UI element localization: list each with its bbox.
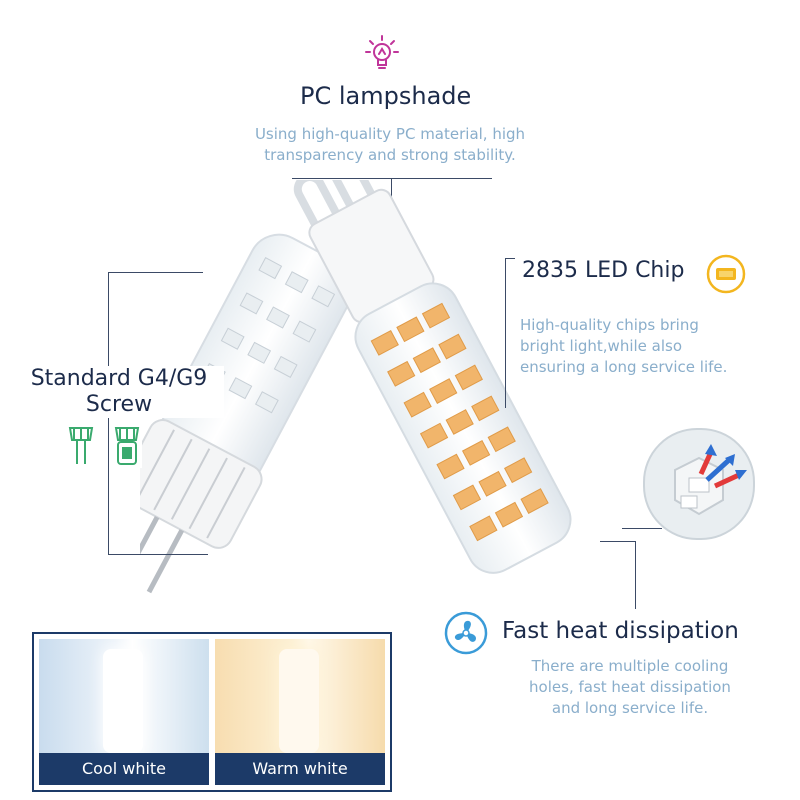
lightbulb-icon — [362, 32, 402, 76]
heat-detail-circle — [643, 428, 755, 540]
g4-bulb — [118, 233, 354, 594]
pc-lampshade-desc: Using high-quality PC material, high tra… — [220, 124, 560, 166]
screw-h-bottom-line — [108, 554, 208, 555]
led-chip-v-line — [505, 258, 506, 408]
heat-h-line — [600, 541, 636, 542]
swatch-panel: Cool white Warm white — [32, 632, 392, 792]
heat-title: Fast heat dissipation — [502, 618, 739, 644]
led-chip-title: 2835 LED Chip — [522, 258, 685, 283]
heat-desc-line3: and long service life. — [551, 699, 709, 717]
cool-white-label: Cool white — [39, 753, 209, 785]
pc-lampshade-h-line — [292, 178, 492, 179]
heat-pointer-line — [622, 528, 662, 529]
pc-lampshade-desc-line1: Using high-quality PC material, high — [254, 125, 526, 143]
led-chip-desc-line1: High-quality chips bring — [520, 316, 699, 334]
heat-desc-line2: holes, fast heat dissipation — [529, 678, 731, 696]
screw-title: Standard G4/G9 Screw — [14, 366, 224, 418]
swatch-warm-white: Warm white — [215, 639, 385, 785]
cool-white-bulb — [103, 649, 143, 753]
fan-icon — [444, 611, 488, 655]
pc-lampshade-desc-line2: transparency and strong stability. — [264, 146, 516, 164]
heat-desc-line1: There are multiple cooling — [531, 657, 729, 675]
g9-bulb — [293, 154, 572, 574]
g9-base-icon — [112, 424, 142, 468]
warm-white-bulb — [279, 649, 319, 753]
screw-title-line1: Standard G4/G9 — [30, 366, 208, 391]
screw-title-line2: Screw — [85, 392, 153, 417]
heat-desc: There are multiple cooling holes, fast h… — [500, 656, 760, 719]
led-chip-desc-line2: bright light,while also — [520, 337, 683, 355]
pc-lampshade-title: PC lampshade — [300, 82, 472, 110]
warm-white-label: Warm white — [215, 753, 385, 785]
heat-v-line — [635, 541, 636, 609]
led-chip-h-line — [505, 258, 515, 259]
chip-icon — [706, 254, 746, 294]
screw-h-top-line — [108, 272, 203, 273]
led-bulb-illustration — [118, 154, 640, 610]
led-chip-desc: High-quality chips bring bright light,wh… — [520, 315, 760, 378]
swatch-cool-white: Cool white — [39, 639, 209, 785]
g4-base-icon — [66, 424, 96, 468]
led-chip-desc-line3: ensuring a long service life. — [520, 358, 728, 376]
